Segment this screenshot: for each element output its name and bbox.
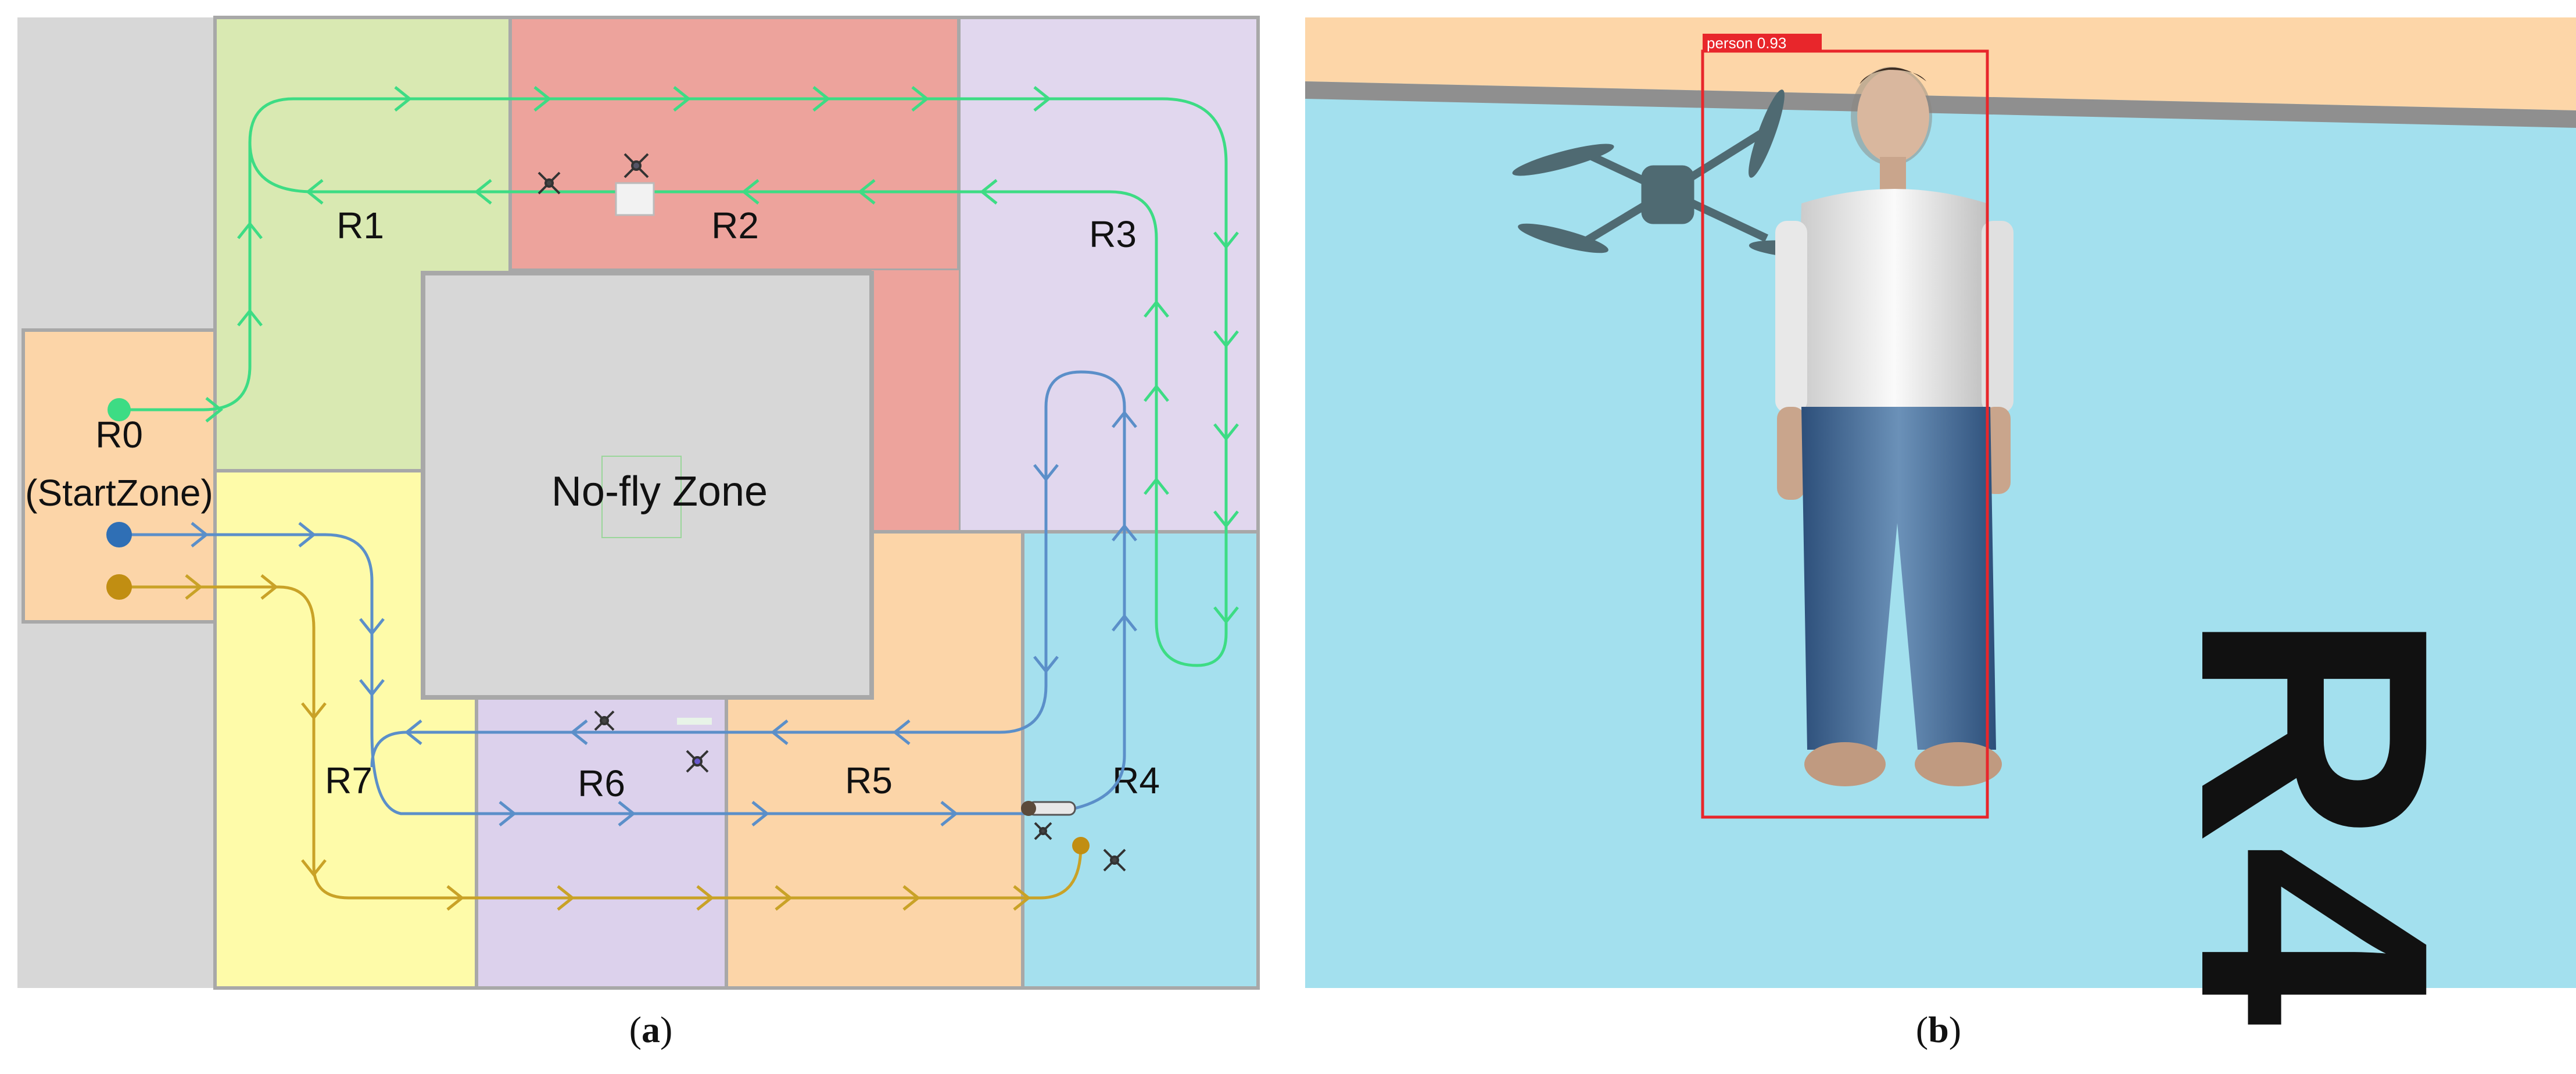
drone-icon — [1103, 849, 1126, 872]
route-gold-arrows — [185, 574, 1031, 911]
zone-r3 — [957, 16, 1260, 534]
route-blue-arrows — [191, 410, 1137, 826]
end-point-gold — [1072, 837, 1090, 854]
label-no-fly-zone: No-fly Zone — [551, 468, 768, 515]
wall-edge — [1305, 81, 2576, 128]
start-point-blue — [106, 522, 132, 547]
person-icon — [1021, 801, 1076, 816]
landing-pad-icon — [615, 182, 655, 216]
route-blue — [119, 370, 1126, 815]
zone-r4 — [1021, 530, 1260, 990]
label-r4: R4 — [1112, 760, 1160, 801]
panel-b-detection-view: R4 — [1302, 0, 2576, 1074]
drone-icon — [686, 750, 709, 773]
label-r6: R6 — [578, 762, 625, 804]
label-r0-startzone: (StartZone) — [25, 472, 213, 514]
drone-icon — [1034, 822, 1052, 840]
drone-icon — [538, 171, 561, 195]
detection-bounding-box — [1701, 49, 1989, 819]
caption-a: (a) — [629, 1009, 673, 1050]
label-r2: R2 — [711, 205, 759, 246]
zone-r6 — [475, 696, 728, 990]
label-r7: R7 — [325, 760, 372, 801]
label-r3: R3 — [1089, 213, 1137, 255]
no-fly-zone — [421, 271, 874, 700]
zone-r2 — [508, 16, 961, 272]
zone-r2-lower — [872, 270, 959, 532]
drone-icon — [624, 153, 649, 178]
landing-pad-icon — [677, 718, 712, 725]
zone-r0 — [22, 328, 217, 624]
wall-top — [1305, 17, 2576, 110]
person-icon — [1775, 67, 2013, 786]
route-green — [119, 97, 1228, 667]
floor-letters-r4: R4 — [2133, 610, 2497, 1028]
caption-b: (b) — [1915, 1009, 1962, 1050]
detection-label-background — [1703, 34, 1822, 52]
route-gold — [119, 585, 1083, 900]
floor-plan-map: R0 (StartZone) R1 R2 R3 R4 R5 R6 R7 No-f… — [17, 16, 1260, 990]
detection-scene: R4 — [1305, 17, 2576, 1028]
start-point-gold — [106, 574, 132, 600]
route-green-arrows — [205, 86, 1239, 625]
drone-icon — [594, 710, 615, 731]
detection-label: person 0.93 — [1707, 34, 1786, 52]
label-r5: R5 — [845, 760, 893, 801]
start-point-green — [108, 398, 131, 421]
no-fly-marker — [601, 456, 682, 538]
label-r1: R1 — [336, 205, 384, 246]
panel-a-floor-plan: R0 (StartZone) R1 R2 R3 R4 R5 R6 R7 No-f… — [17, 16, 1260, 990]
